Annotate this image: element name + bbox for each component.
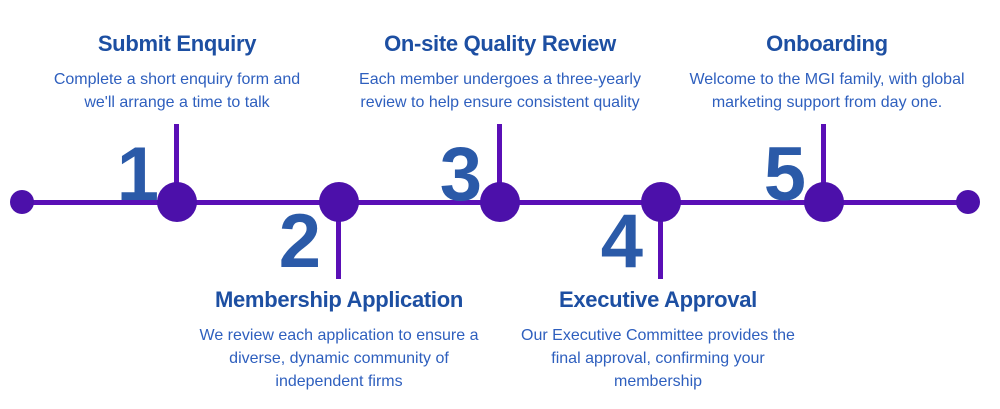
step-2-text: Membership Application We review each ap… bbox=[174, 287, 504, 393]
step-4-dot bbox=[641, 182, 681, 222]
step-3-number: 3 bbox=[439, 132, 482, 217]
step-3-text: On-site Quality Review Each member under… bbox=[335, 31, 665, 114]
step-5-connector bbox=[821, 124, 826, 203]
step-4-description: Our Executive Committee provides the fin… bbox=[521, 327, 795, 390]
step-4-text: Executive Approval Our Executive Committ… bbox=[493, 287, 823, 393]
step-2-number: 2 bbox=[278, 199, 321, 284]
step-5-description: Welcome to the MGI family, with global m… bbox=[689, 71, 965, 111]
step-3-dot bbox=[480, 182, 520, 222]
step-2-connector bbox=[336, 202, 341, 279]
step-5-text: Onboarding Welcome to the MGI family, wi… bbox=[662, 31, 992, 114]
step-4-title: Executive Approval bbox=[559, 287, 757, 312]
timeline-endpoint-right-dot bbox=[956, 190, 980, 214]
step-2-dot bbox=[319, 182, 359, 222]
step-5-number: 5 bbox=[763, 132, 806, 217]
step-1-text: Submit Enquiry Complete a short enquiry … bbox=[12, 31, 342, 114]
step-1-description: Complete a short enquiry form and we'll … bbox=[53, 71, 301, 111]
step-1-number: 1 bbox=[116, 132, 159, 217]
step-2-description: We review each application to ensure a d… bbox=[199, 327, 479, 390]
step-3-title: On-site Quality Review bbox=[384, 31, 616, 56]
step-3-connector bbox=[497, 124, 502, 203]
step-1-title: Submit Enquiry bbox=[97, 31, 257, 56]
step-5-title: Onboarding bbox=[766, 31, 888, 56]
step-1-connector bbox=[174, 124, 179, 203]
step-4-connector bbox=[658, 202, 663, 279]
timeline-endpoint-left-dot bbox=[10, 190, 34, 214]
step-1-dot bbox=[157, 182, 197, 222]
step-5-dot bbox=[804, 182, 844, 222]
step-2-title: Membership Application bbox=[214, 287, 464, 312]
step-4-number: 4 bbox=[600, 199, 643, 284]
step-3-description: Each member undergoes a three-yearly rev… bbox=[359, 71, 641, 111]
